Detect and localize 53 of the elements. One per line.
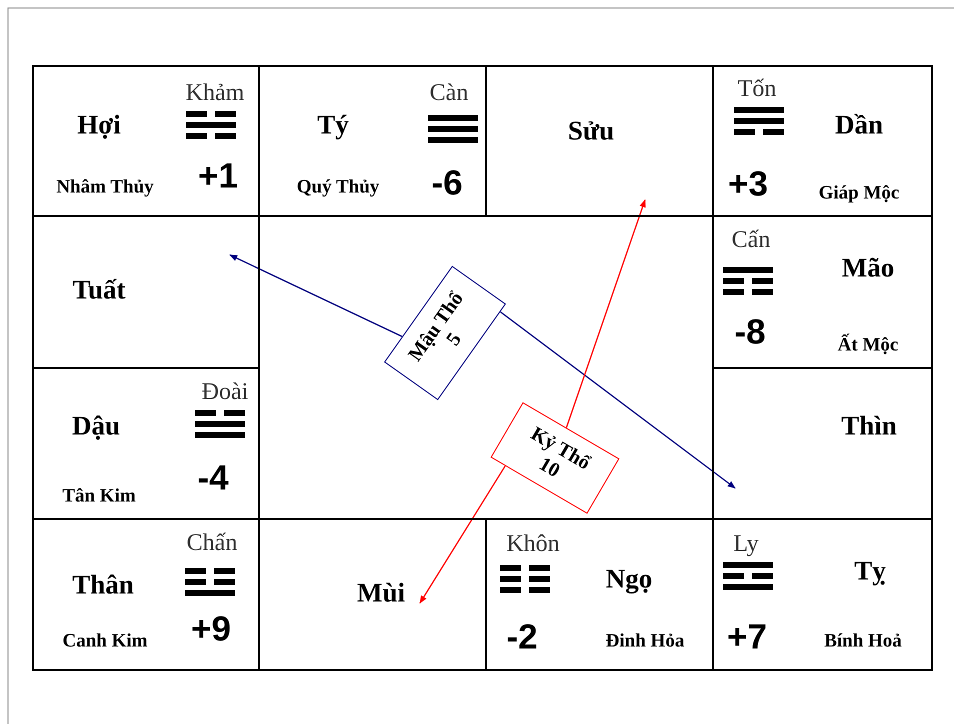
trigram-name: Đoài [202, 380, 248, 404]
branch-name: Tỵ [854, 558, 886, 584]
number-label: +7 [727, 620, 767, 654]
element-name: Bính Hoả [824, 632, 902, 650]
branch-name: Ngọ [606, 566, 652, 592]
grid-cell [32, 367, 260, 520]
grid-cell [32, 65, 260, 217]
arrow [566, 199, 646, 428]
element-name: Nhâm Thủy [56, 178, 154, 196]
number-label: -2 [506, 620, 538, 654]
box-label: 5 [442, 328, 466, 350]
grid-cell [485, 65, 714, 217]
element-name: Quý Thủy [296, 178, 380, 196]
number-label: -8 [734, 314, 766, 350]
trigram-name: Tốn [738, 77, 776, 101]
trigram-name: Khảm [186, 81, 244, 105]
arrow [500, 311, 736, 489]
grid-cell [712, 215, 933, 369]
branch-name: Sửu [568, 118, 614, 144]
grid-cell [258, 65, 487, 217]
trigram-name: Chấn [186, 531, 238, 555]
grid-cell [32, 518, 260, 671]
branch-name: Dần [835, 112, 883, 138]
element-name: Đinh Hỏa [606, 632, 684, 650]
grid-cell [712, 65, 933, 217]
grid-cell [712, 367, 933, 520]
number-label: -6 [431, 166, 463, 200]
number-label: -4 [197, 460, 229, 496]
branch-name: Mão [842, 254, 894, 282]
arrow [229, 254, 402, 338]
grid-cell [32, 215, 260, 369]
element-name: Tân Kim [62, 486, 136, 506]
grid-cell [712, 518, 933, 671]
number-label: +1 [198, 158, 238, 194]
branch-name: Thân [72, 572, 134, 598]
trigram-name: Cấn [732, 228, 770, 252]
branch-name: Dậu [72, 412, 120, 440]
element-name: Canh Kim [62, 632, 148, 650]
trigram-name: Khôn [506, 532, 560, 556]
branch-name: Hợi [77, 112, 121, 138]
branch-name: Thìn [841, 412, 897, 440]
element-name: Ất Mộc [838, 336, 898, 354]
branch-name: Mùi [357, 580, 405, 606]
trigram-name: Ly [733, 532, 759, 556]
grid-cell [485, 518, 714, 671]
number-label: +9 [191, 612, 231, 646]
element-name: Giáp Mộc [818, 184, 900, 202]
branch-name: Tý [317, 112, 349, 138]
grid-cell [258, 518, 487, 671]
branch-name: Tuất [72, 276, 126, 304]
trigram-name: Càn [430, 81, 468, 105]
number-label: +3 [728, 166, 768, 202]
arrow [419, 466, 506, 604]
